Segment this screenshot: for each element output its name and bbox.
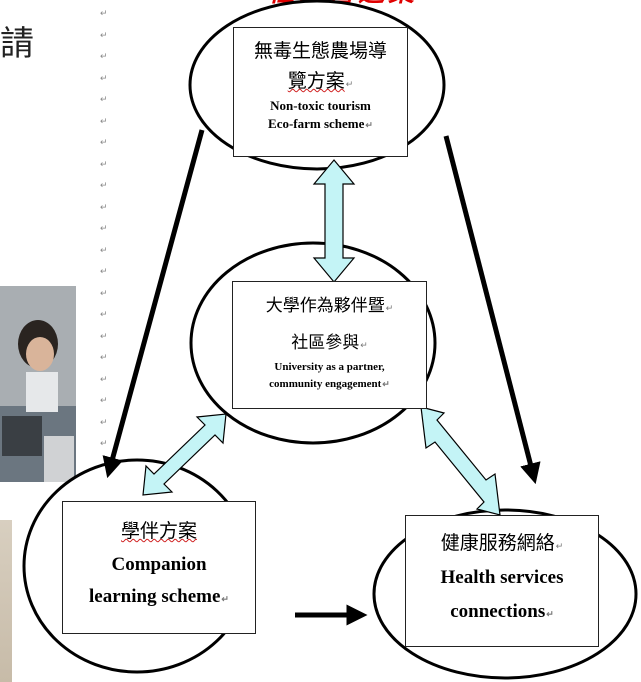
node-university-zh-line2: 社區參與 (291, 333, 360, 353)
paragraph-mark: ↵ (100, 266, 108, 276)
paragraph-mark: ↵ (100, 137, 108, 147)
paragraph-mark: ↵ (100, 72, 108, 83)
node-health-en-line2-row: connections↵ (406, 601, 598, 623)
paragraph-mark: ↵ (100, 115, 108, 126)
double-arrow-university-health (420, 406, 501, 516)
node-companion: 學伴方案 Companion learning scheme↵ (62, 501, 256, 634)
node-health-zh: 健康服務網絡 (440, 532, 555, 554)
node-health-zh-row: 健康服務網絡↵ (406, 528, 598, 555)
paragraph-mark: ↵ (100, 330, 108, 341)
node-university-en-line2: community engagement (269, 378, 382, 390)
paragraph-mark: ↵ (360, 340, 368, 350)
node-farm: 無毒生態農場導 覽方案↵ Non-toxic tourism Eco-farm … (233, 27, 408, 157)
node-companion-en-line1: Companion (111, 554, 207, 575)
paragraph-mark: ↵ (100, 287, 108, 298)
paragraph-mark: ↵ (345, 79, 354, 89)
paragraph-mark: ↵ (100, 158, 108, 169)
arrow-farm-to-health (443, 135, 541, 485)
paragraph-mark: ↵ (100, 223, 108, 233)
paragraph-mark: ↵ (385, 303, 394, 313)
paragraph-mark: ↵ (100, 29, 108, 40)
node-university-en-line1: University as a partner, (274, 361, 385, 373)
paragraph-mark: ↵ (100, 201, 108, 212)
person-photo (0, 286, 76, 482)
node-farm-en-line2-row: Eco-farm scheme↵ (234, 116, 407, 132)
node-university-zh-line1: 大學作為夥伴暨 (265, 296, 385, 316)
paragraph-mark: ↵ (382, 379, 390, 389)
paragraph-mark: ↵ (555, 541, 564, 551)
node-companion-zh: 學伴方案 (120, 520, 197, 542)
node-companion-en-line2: learning scheme (89, 586, 221, 607)
node-university-zh-line1-row: 大學作為夥伴暨↵ (233, 291, 426, 316)
node-university: 大學作為夥伴暨↵ 社區參與↵ University as a partner, … (232, 281, 427, 409)
partial-left-text: 請 (0, 24, 34, 64)
node-health-en-line2: connections (450, 601, 546, 622)
double-arrow-university-companion (142, 413, 227, 496)
node-farm-zh-line2: 覽方案 (287, 70, 345, 92)
paragraph-mark: ↵ (365, 120, 373, 130)
paragraph-mark: ↵ (100, 309, 108, 319)
node-health: 健康服務網絡↵ Health services connections↵ (405, 515, 599, 647)
paragraph-mark: ↵ (100, 352, 108, 362)
paragraph-mark: ↵ (221, 594, 229, 604)
paragraph-mark: ↵ (100, 244, 108, 255)
node-companion-en-line2-row: learning scheme↵ (63, 586, 255, 608)
node-farm-zh-line2-row: 覽方案↵ (234, 66, 407, 93)
paragraph-mark: ↵ (100, 94, 108, 104)
arrow-farm-to-companion (102, 129, 205, 479)
double-arrow-farm-university (312, 159, 356, 283)
paragraph-mark: ↵ (100, 180, 108, 190)
paragraph-mark: ↵ (100, 416, 108, 427)
node-farm-zh-line1: 無毒生態農場導 (253, 40, 387, 62)
paragraph-mark: ↵ (100, 395, 108, 405)
paragraph-mark: ↵ (100, 373, 108, 384)
node-university-en-line2-row: community engagement↵ (233, 378, 426, 390)
node-farm-en-line1: Non-toxic tourism (270, 98, 371, 113)
paragraph-mark: ↵ (100, 51, 108, 61)
paragraph-mark: ↵ (100, 438, 108, 448)
side-image-strip (0, 520, 12, 682)
node-companion-zh-row: 學伴方案 (63, 516, 255, 543)
node-health-en-line1: Health services (440, 567, 564, 588)
paragraph-mark: ↵ (100, 8, 108, 18)
node-university-zh-line2-row: 社區參與↵ (233, 328, 426, 353)
paragraph-mark: ↵ (546, 609, 554, 619)
node-farm-en-line2: Eco-farm scheme (268, 116, 365, 131)
